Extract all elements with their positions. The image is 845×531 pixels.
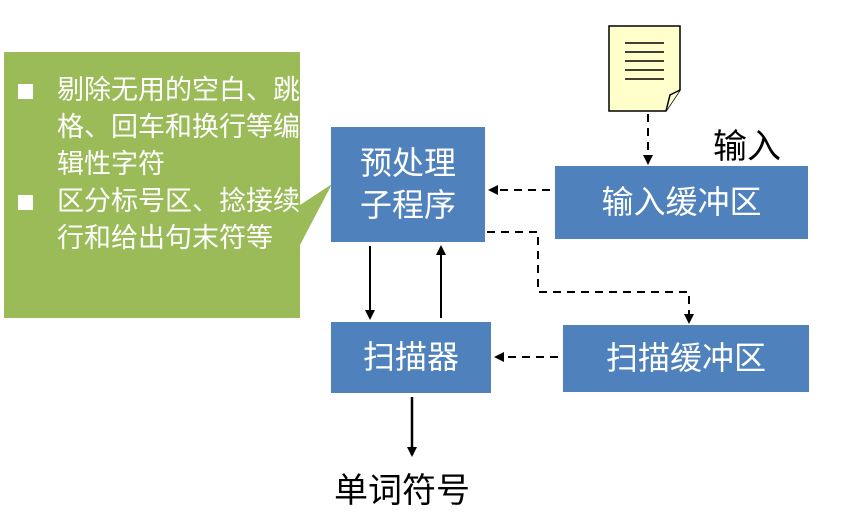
input-buffer-box: 输入缓冲区 <box>555 166 808 239</box>
scanner-label: 扫描器 <box>362 337 459 376</box>
callout-shape <box>4 52 332 318</box>
input-label: 输入 <box>713 127 781 167</box>
callout-bullet: 区分标号区、捻接续行和给出句末符等 <box>18 183 318 257</box>
scanner-box: 扫描器 <box>331 322 491 393</box>
input-buffer-label: 输入缓冲区 <box>601 182 762 221</box>
callout-item-2: 区分标号区、捻接续行和给出句末符等 <box>57 186 300 254</box>
bullet-square-icon <box>18 195 33 210</box>
arrow-preprocessor-to-scan-buffer <box>487 231 694 324</box>
scan-buffer-label: 扫描缓冲区 <box>605 338 766 377</box>
preprocessor-box: 预处理 子程序 <box>331 127 485 242</box>
callout-text: 剔除无用的空白、跳格、回车和换行等编辑性字符 区分标号区、捻接续行和给出句末符等 <box>18 72 318 257</box>
preprocessor-label-line2: 子程序 <box>359 185 456 224</box>
tokens-label: 单词符号 <box>334 471 470 511</box>
callout-bullet: 剔除无用的空白、跳格、回车和换行等编辑性字符 <box>18 72 318 183</box>
bullet-square-icon <box>18 84 33 99</box>
callout-item-1: 剔除无用的空白、跳格、回车和换行等编辑性字符 <box>57 75 300 180</box>
preprocessor-label-line1: 预处理 <box>359 143 456 182</box>
scan-buffer-box: 扫描缓冲区 <box>563 325 809 392</box>
document-icon <box>608 25 681 112</box>
